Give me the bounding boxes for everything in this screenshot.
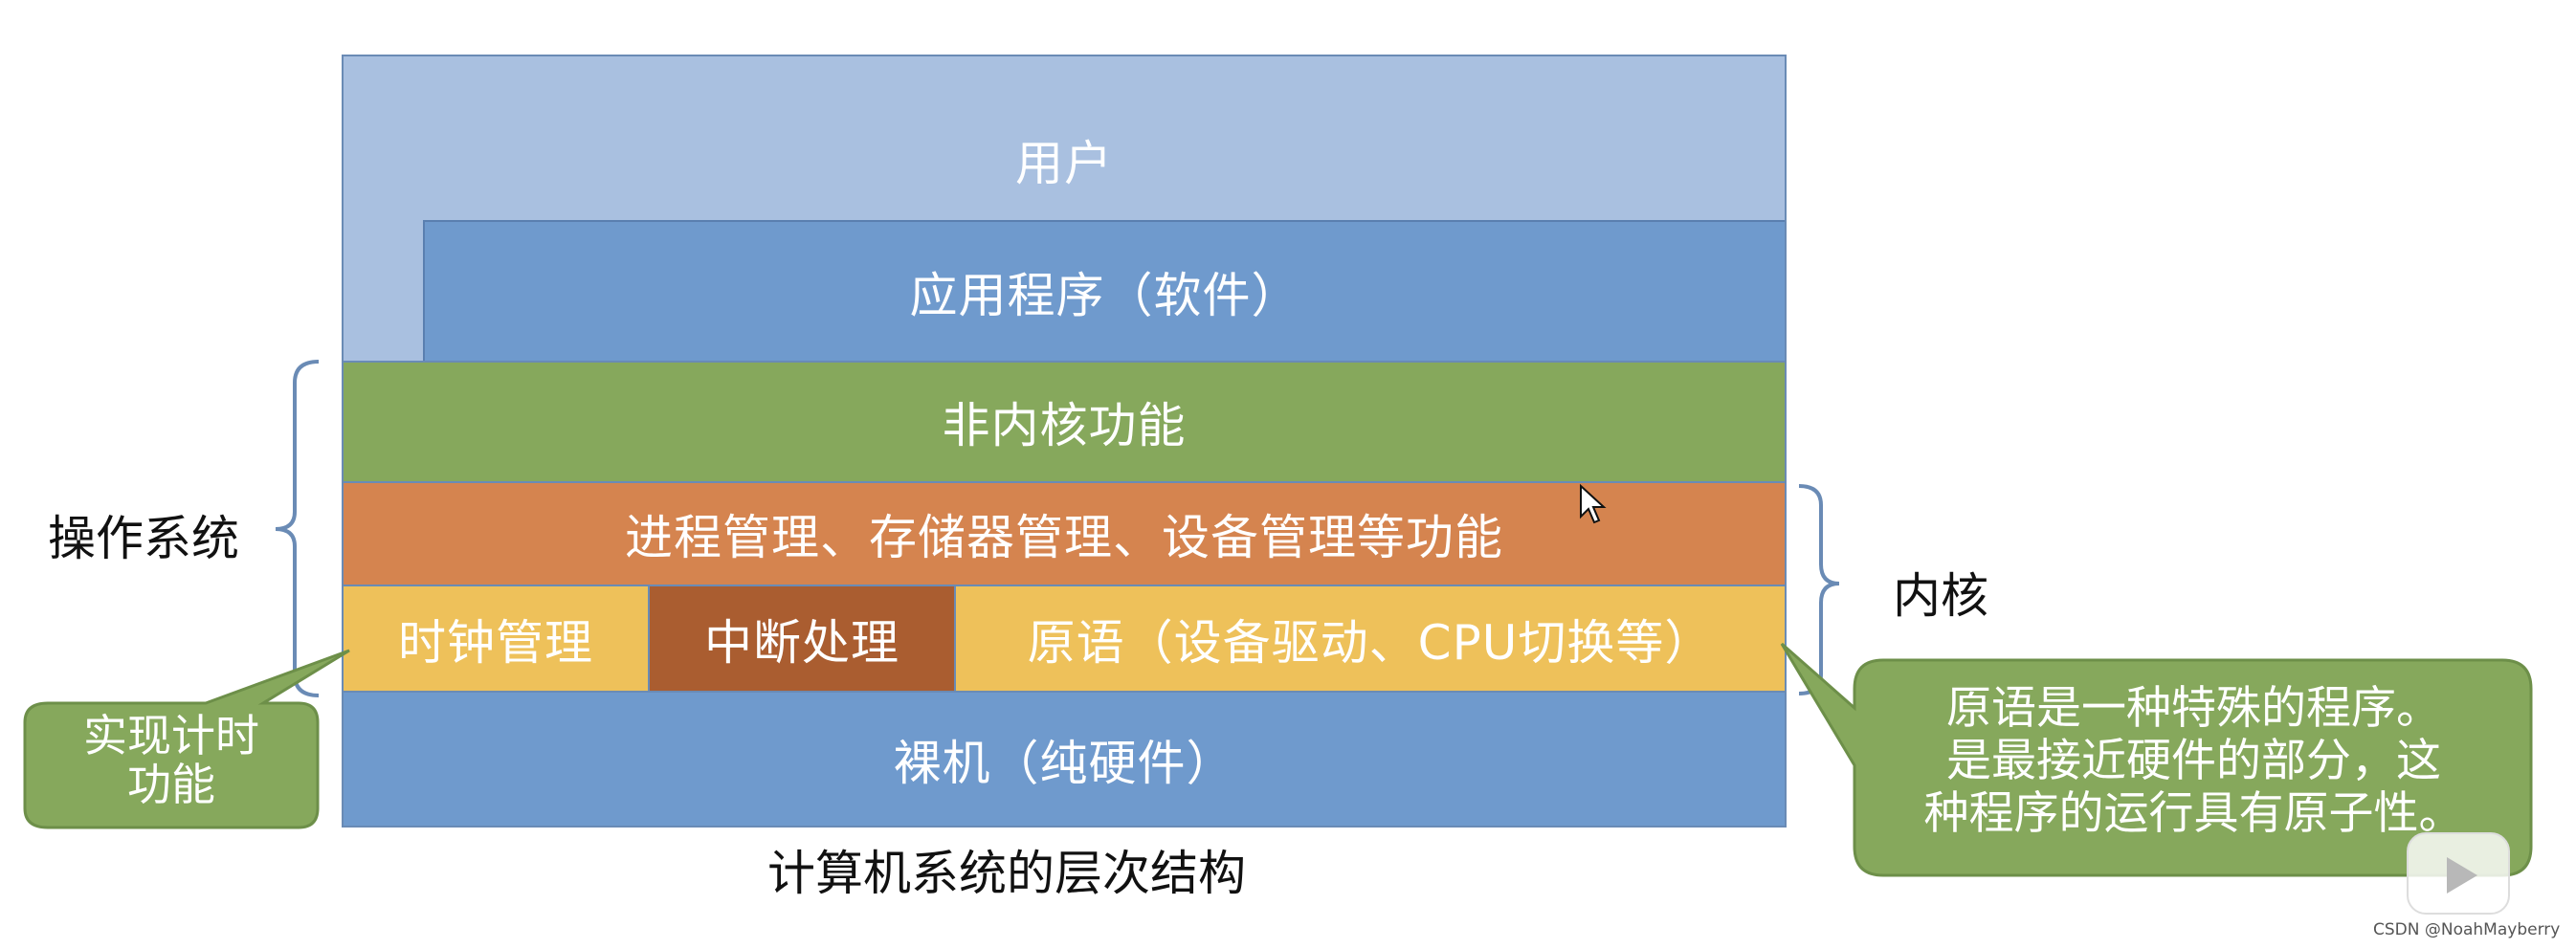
primitive-callout-text: 原语是一种特殊的程序。 是最接近硬件的部分，这 种程序的运行具有原子性。 bbox=[1856, 682, 2531, 840]
bare-machine-label: 裸机（纯硬件） bbox=[893, 735, 1235, 791]
bare-machine-layer: 裸机（纯硬件） bbox=[342, 691, 1787, 828]
application-layer: 应用程序（软件） bbox=[423, 220, 1785, 362]
clock-management-label: 时钟管理 bbox=[398, 614, 593, 671]
clock-callout-line-2: 功能 bbox=[127, 759, 215, 810]
primitive-callout-line-3: 种程序的运行具有原子性。 bbox=[1923, 787, 2464, 840]
management-layer-label: 进程管理、存储器管理、设备管理等功能 bbox=[625, 510, 1503, 565]
non-kernel-layer: 非内核功能 bbox=[342, 361, 1787, 483]
interrupt-handling-label: 中断处理 bbox=[704, 614, 899, 671]
clock-management-block: 时钟管理 bbox=[342, 585, 650, 693]
kernel-bracket-label: 内核 bbox=[1893, 568, 1988, 624]
management-layer: 进程管理、存储器管理、设备管理等功能 bbox=[342, 481, 1787, 586]
play-icon bbox=[2447, 857, 2477, 894]
clock-callout-text: 实现计时 功能 bbox=[25, 712, 318, 809]
application-layer-label: 应用程序（软件） bbox=[909, 268, 1300, 323]
clock-callout-bubble bbox=[23, 649, 350, 829]
os-brace bbox=[275, 360, 320, 697]
watermark: CSDN @NoahMayberry bbox=[2373, 920, 2561, 939]
clock-callout-line-1: 实现计时 bbox=[83, 710, 259, 761]
primitive-callout-bubble bbox=[1780, 642, 2533, 877]
diagram-caption: 计算机系统的层次结构 bbox=[767, 846, 1246, 901]
primitive-block: 原语（设备驱动、CPU切换等） bbox=[954, 585, 1787, 693]
user-layer-label: 用户 bbox=[1015, 136, 1113, 191]
play-button[interactable] bbox=[2407, 832, 2510, 915]
primitive-label: 原语（设备驱动、CPU切换等） bbox=[1027, 614, 1714, 671]
interrupt-handling-block: 中断处理 bbox=[648, 585, 956, 693]
primitive-callout-line-1: 原语是一种特殊的程序。 bbox=[1946, 682, 2441, 735]
mouse-cursor-icon bbox=[1580, 483, 1607, 524]
primitive-callout-line-2: 是最接近硬件的部分，这 bbox=[1946, 735, 2441, 787]
non-kernel-layer-label: 非内核功能 bbox=[942, 398, 1187, 453]
os-bracket-label: 操作系统 bbox=[48, 511, 239, 566]
